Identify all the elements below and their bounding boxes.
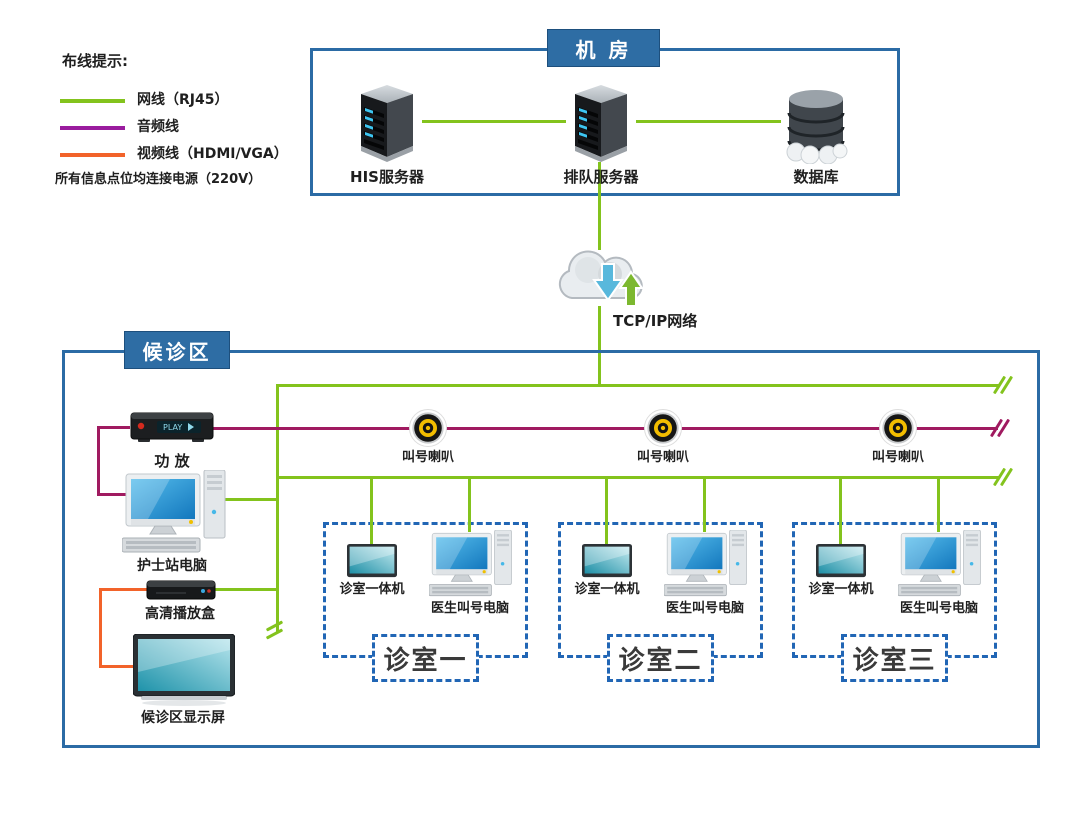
network-drop-room2-screen [605, 479, 608, 545]
doctor-computer-icon [664, 530, 748, 599]
doctor-computer-icon [429, 530, 513, 599]
legend-video-label: 视频线（HDMI/VGA） [137, 146, 288, 162]
all-in-one-screen-icon [346, 544, 398, 578]
audio-cable-to-pc [97, 493, 130, 496]
hd-player-label: 高清播放盒 [145, 606, 215, 622]
speaker-label: 叫号喇叭 [871, 450, 924, 465]
queue-server-icon [566, 82, 636, 164]
database-icon [781, 86, 851, 164]
legend-net-label: 网线（RJ45） [137, 92, 229, 108]
audio-cable-down [97, 426, 100, 496]
amplifier-icon [130, 406, 214, 446]
network-drop-room3-screen [839, 479, 842, 545]
machine-room-title: 机 房 [547, 29, 660, 67]
network-drop-room1-screen [370, 479, 373, 545]
legend-power-note: 所有信息点位均连接电源（220V） [55, 172, 262, 187]
room-3-name: 诊室三 [841, 634, 948, 682]
network-cable-cloud-bus [598, 306, 601, 387]
network-cable-queue-cloud [598, 162, 601, 250]
audio-bus [211, 427, 998, 430]
room2-allinone-label: 诊室一体机 [574, 582, 640, 597]
video-cable-down [99, 588, 102, 668]
waiting-display-label: 候诊区显示屏 [141, 710, 225, 726]
speaker-icon [879, 409, 917, 447]
waiting-area-box [62, 350, 1040, 748]
video-cable-to-tv [99, 665, 135, 668]
speaker-icon [644, 409, 682, 447]
room-2-name: 诊室二 [607, 634, 714, 682]
his-server-label: HIS服务器 [350, 168, 424, 186]
waiting-display-screen-icon [133, 634, 235, 706]
speaker-icon [409, 409, 447, 447]
network-riser-left [276, 384, 279, 632]
green-line-swatch [60, 99, 125, 103]
all-in-one-screen-icon [581, 544, 633, 578]
doctor-computer-icon [898, 530, 982, 599]
network-drop-room3-pc [937, 479, 940, 532]
queue-server-label: 排队服务器 [563, 168, 639, 186]
legend-title: 布线提示: [62, 52, 128, 70]
amplifier-label: 功 放 [154, 452, 190, 470]
purple-line-swatch [60, 126, 125, 130]
cloud-sync-icon [552, 244, 648, 310]
speaker-label: 叫号喇叭 [401, 450, 454, 465]
media-player-box-icon [146, 578, 216, 602]
network-cable-player [214, 588, 277, 591]
tcpip-network-label: TCP/IP网络 [613, 312, 698, 330]
network-bus-top [276, 384, 1000, 387]
network-bus-bottom [276, 476, 1000, 479]
room3-doctor-pc-label: 医生叫号电脑 [899, 601, 978, 616]
database-label: 数据库 [793, 168, 839, 186]
his-server-icon [352, 82, 422, 164]
nurse-station-label: 护士站电脑 [137, 558, 207, 574]
legend-audio-label: 音频线 [137, 119, 179, 135]
room3-allinone-label: 诊室一体机 [808, 582, 874, 597]
network-cable-queue-db [636, 120, 781, 123]
room1-allinone-label: 诊室一体机 [339, 582, 405, 597]
network-cable-nurse-pc [224, 498, 277, 501]
room-1-name: 诊室一 [372, 634, 479, 682]
network-drop-room1-pc [468, 479, 471, 532]
room1-doctor-pc-label: 医生叫号电脑 [430, 601, 509, 616]
waiting-area-title: 候诊区 [124, 331, 230, 369]
all-in-one-screen-icon [815, 544, 867, 578]
nurse-station-computer-icon [122, 470, 227, 556]
room2-doctor-pc-label: 医生叫号电脑 [665, 601, 744, 616]
video-cable-player-left [99, 588, 148, 591]
audio-cable-amp-left [97, 426, 130, 429]
network-drop-room2-pc [703, 479, 706, 532]
network-cable-his-queue [422, 120, 566, 123]
orange-line-swatch [60, 153, 125, 157]
speaker-label: 叫号喇叭 [636, 450, 689, 465]
